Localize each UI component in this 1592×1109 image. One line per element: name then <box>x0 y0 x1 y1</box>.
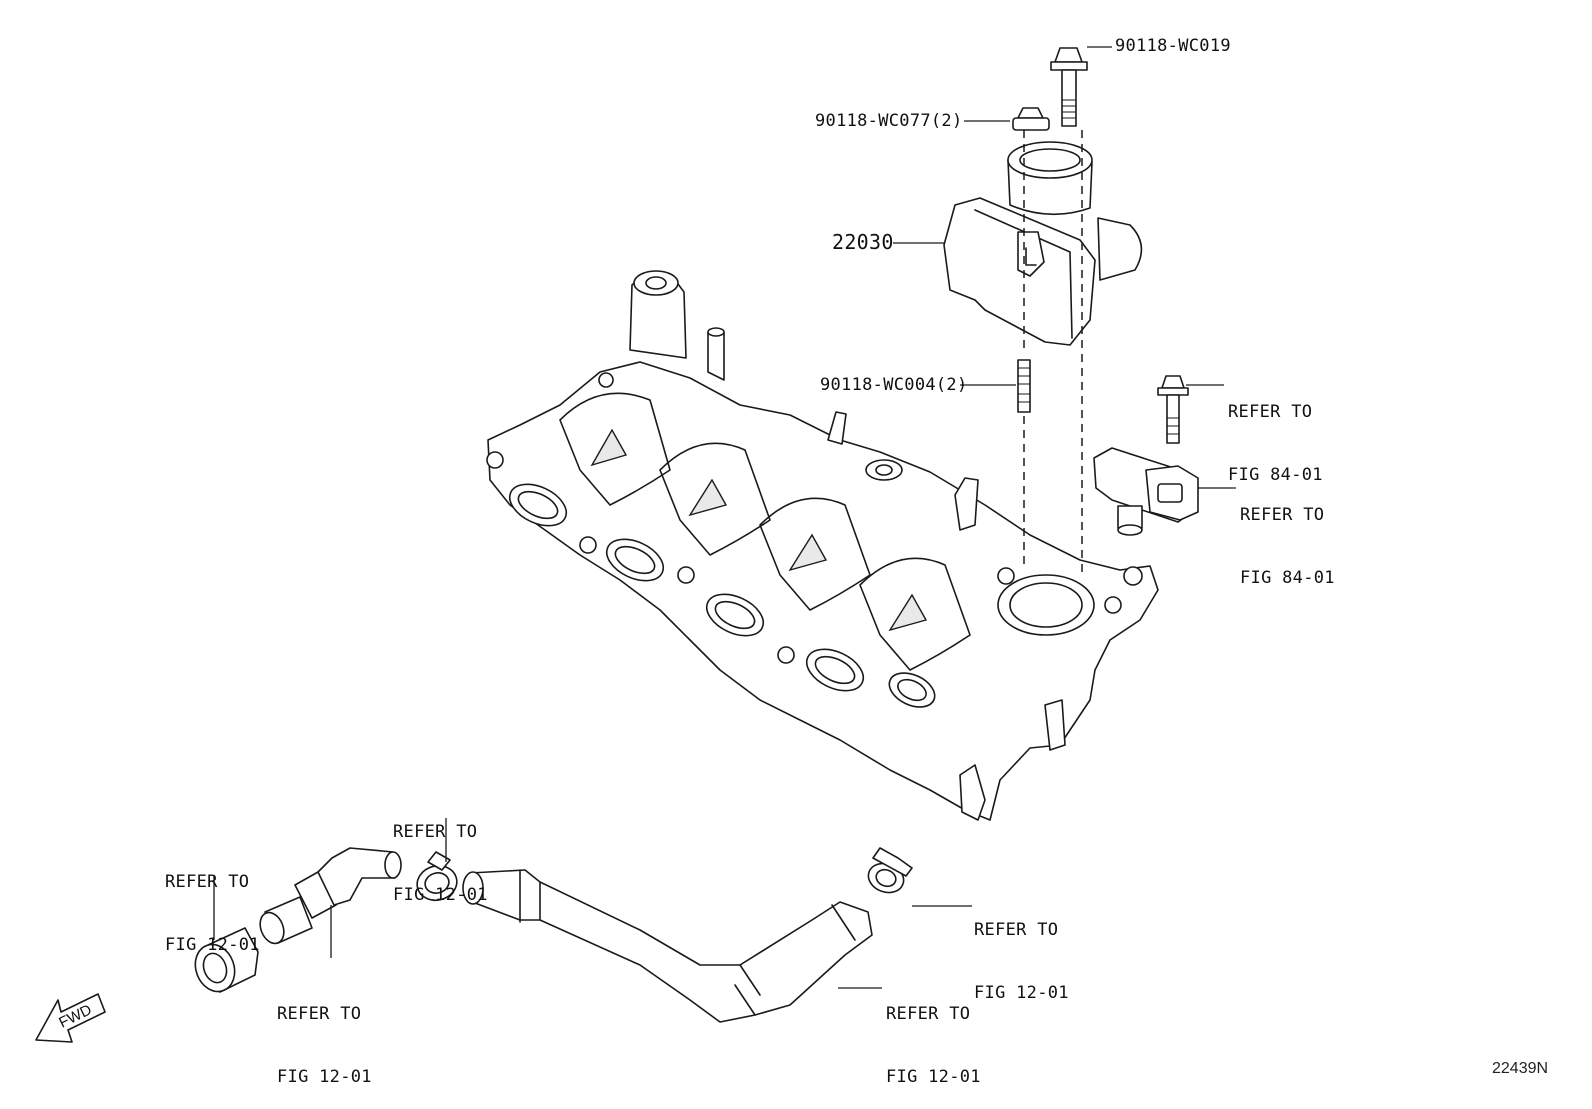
callout-sensor-bolt-line1: REFER TO <box>1228 402 1313 422</box>
callout-grommet: REFER TO FIG 12-01 <box>165 830 260 977</box>
nut <box>1012 107 1050 131</box>
callout-stud: 90118-WC004(2) <box>820 375 968 395</box>
callout-sensor-line1: REFER TO <box>1240 505 1325 525</box>
runner-bays <box>559 392 971 671</box>
callout-hose-line2: FIG 12-01 <box>886 1067 981 1087</box>
ventilation-hose <box>462 869 873 1023</box>
hose-clip-left <box>416 851 458 902</box>
callout-clip-right: REFER TO FIG 12-01 <box>974 878 1069 1025</box>
callout-clip-left-line1: REFER TO <box>393 822 478 842</box>
intake-manifold <box>486 270 1159 821</box>
callout-hose: REFER TO FIG 12-01 <box>886 962 981 1109</box>
callout-pcv-valve-line1: REFER TO <box>277 1004 362 1024</box>
callout-grommet-line2: FIG 12-01 <box>165 935 260 955</box>
callout-pcv-valve: REFER TO FIG 12-01 <box>277 962 372 1109</box>
port-flanges <box>486 372 936 708</box>
callout-grommet-line1: REFER TO <box>165 872 250 892</box>
grommet <box>194 927 259 993</box>
throttle-body <box>943 141 1143 346</box>
map-sensor <box>1093 447 1199 536</box>
callout-pcv-valve-line2: FIG 12-01 <box>277 1067 372 1087</box>
callout-clip-left: REFER TO FIG 12-01 <box>393 780 488 927</box>
callout-sensor-bolt: REFER TO FIG 84-01 <box>1228 360 1323 507</box>
pcv-valve <box>259 847 402 945</box>
leader-lines <box>213 46 1236 989</box>
callout-nut: 90118-WC077(2) <box>815 111 963 131</box>
callout-clip-left-line2: FIG 12-01 <box>393 885 488 905</box>
callout-sensor-line2: FIG 84-01 <box>1240 568 1335 588</box>
callout-sensor: REFER TO FIG 84-01 <box>1240 463 1335 610</box>
stud <box>1017 359 1031 413</box>
callout-bolt-top: 90118-WC019 <box>1115 36 1231 56</box>
callout-clip-right-line2: FIG 12-01 <box>974 983 1069 1003</box>
throttle-flange <box>997 566 1143 636</box>
sensor-bolt <box>1157 375 1189 444</box>
callout-sensor-bolt-line2: FIG 84-01 <box>1228 465 1323 485</box>
fwd-arrow-icon: FWD <box>35 993 106 1043</box>
bolt-top <box>1050 47 1088 127</box>
callout-hose-line1: REFER TO <box>886 1004 971 1024</box>
hose-clip-right <box>867 847 913 894</box>
callout-throttle-body: 22030 <box>832 230 894 254</box>
callout-clip-right-line1: REFER TO <box>974 920 1059 940</box>
figure-id: 22439N <box>1492 1060 1549 1077</box>
